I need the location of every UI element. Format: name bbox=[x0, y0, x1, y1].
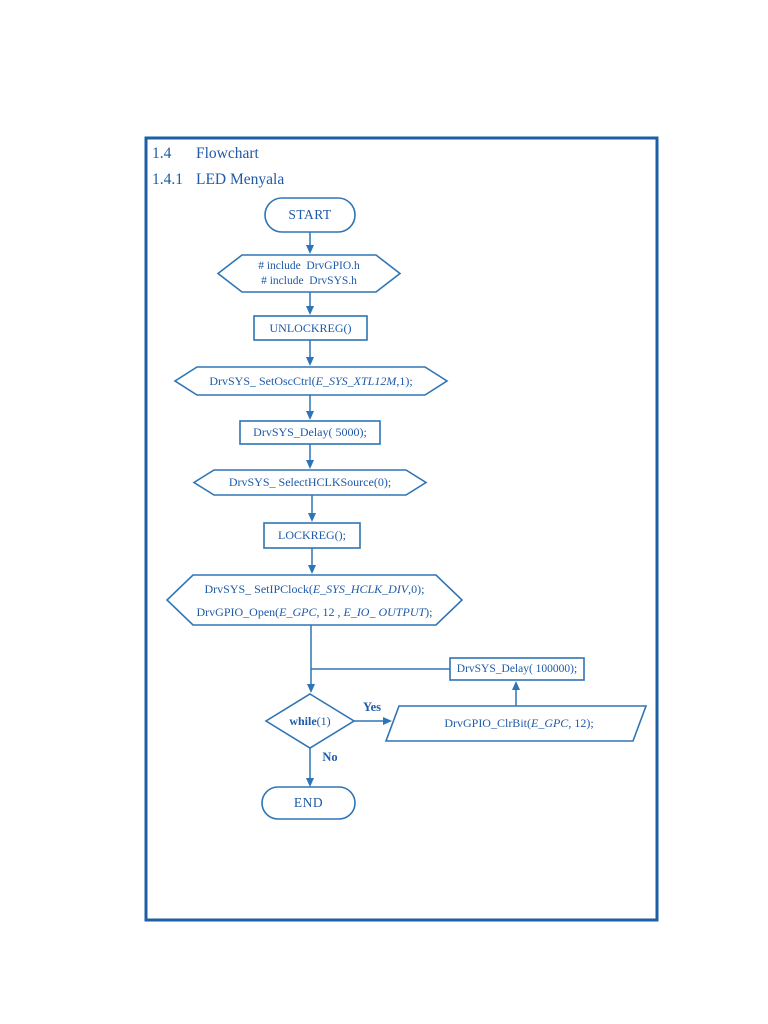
delay100000-process-shape bbox=[449, 657, 585, 681]
arrowhead-delay5000 bbox=[306, 411, 314, 420]
selecthclk-hexagon-shape bbox=[192, 469, 428, 496]
connectors bbox=[309, 232, 517, 780]
arrowhead-end bbox=[306, 778, 314, 787]
section-title: Flowchart bbox=[196, 145, 259, 162]
arrowhead-while bbox=[307, 684, 315, 693]
arrowhead-lockreg bbox=[308, 513, 316, 522]
end-terminator-shape bbox=[261, 786, 356, 820]
start-terminator-shape bbox=[264, 197, 356, 233]
page-border bbox=[144, 136, 659, 922]
arrowhead-yes bbox=[383, 717, 392, 725]
lockreg-process-shape bbox=[263, 522, 361, 549]
arrowhead-setipclock bbox=[308, 565, 316, 574]
delay5000-process-shape bbox=[239, 420, 381, 445]
arrowhead-unlockreg bbox=[306, 306, 314, 315]
subsection-number: 1.4.1 bbox=[152, 171, 183, 188]
section-heading: 1.4 Flowchart bbox=[152, 145, 259, 163]
while-decision-shape bbox=[264, 693, 356, 749]
section-number: 1.4 bbox=[152, 145, 172, 162]
include-hexagon-shape bbox=[216, 254, 402, 293]
shapes bbox=[165, 197, 648, 820]
arrowhead-selecthclk bbox=[306, 460, 314, 469]
arrowheads bbox=[306, 245, 520, 787]
setosc-hexagon-shape bbox=[173, 366, 449, 396]
unlockreg-process-shape bbox=[253, 315, 368, 341]
subsection-heading: 1.4.1 LED Menyala bbox=[152, 171, 284, 189]
clrbit-io-shape bbox=[384, 705, 648, 742]
subsection-title: LED Menyala bbox=[196, 171, 285, 188]
setipclock-hexagon-shape bbox=[165, 574, 464, 626]
arrowhead-setosc bbox=[306, 357, 314, 366]
arrowhead-delay100000 bbox=[512, 681, 520, 690]
arrowhead-include bbox=[306, 245, 314, 254]
